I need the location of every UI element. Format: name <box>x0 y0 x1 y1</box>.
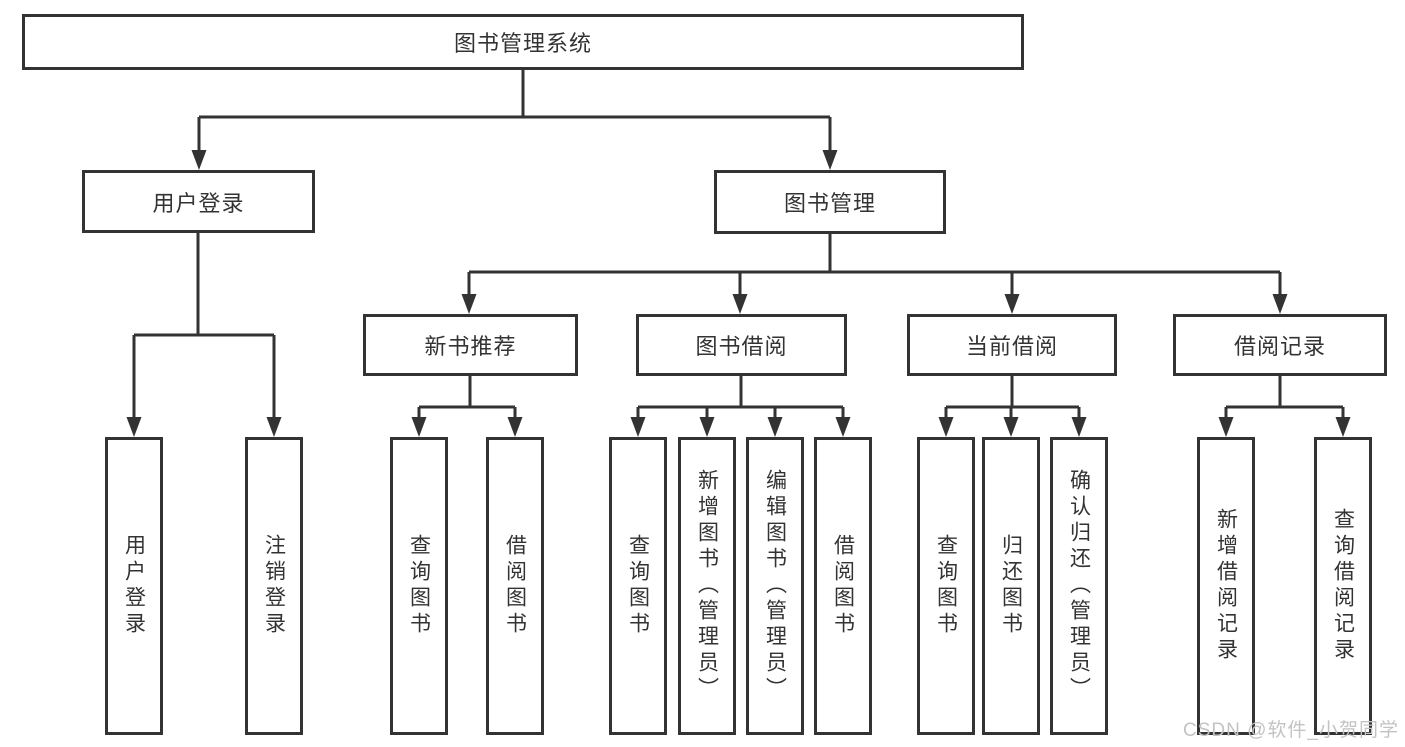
leaf-label: 归还图书 <box>999 534 1023 638</box>
leaf-query-borrow-record: 查询借阅记录 <box>1314 437 1372 735</box>
leaf-label: 用户登录 <box>122 534 146 638</box>
node-current-borrow: 当前借阅 <box>907 314 1117 376</box>
leaf-add-borrow-record: 新增借阅记录 <box>1197 437 1255 735</box>
leaf-label: 查询图书 <box>626 534 650 638</box>
leaf-label: 查询图书 <box>934 534 958 638</box>
leaf-label: 确认归还（管理员） <box>1067 469 1091 703</box>
leaf-add-book-admin: 新增图书（管理员） <box>678 437 736 735</box>
leaf-return-books: 归还图书 <box>982 437 1040 735</box>
leaf-current-query-books: 查询图书 <box>917 437 975 735</box>
leaf-label: 查询图书 <box>407 534 431 638</box>
leaf-label: 注销登录 <box>262 534 286 638</box>
leaf-recommend-borrow-books: 借阅图书 <box>486 437 544 735</box>
watermark-text: CSDN @软件_小贺同学 <box>1183 720 1399 741</box>
leaf-logout: 注销登录 <box>245 437 303 735</box>
leaf-label: 新增借阅记录 <box>1214 508 1238 664</box>
leaf-borrow-query-books: 查询图书 <box>609 437 667 735</box>
leaf-user-login: 用户登录 <box>105 437 163 735</box>
leaf-label: 查询借阅记录 <box>1331 508 1355 664</box>
leaf-label: 新增图书（管理员） <box>695 469 719 703</box>
node-borrow-records: 借阅记录 <box>1173 314 1387 376</box>
leaf-label: 编辑图书（管理员） <box>763 469 787 703</box>
leaf-recommend-query-books: 查询图书 <box>390 437 448 735</box>
leaf-label: 借阅图书 <box>831 534 855 638</box>
node-root: 图书管理系统 <box>22 14 1024 70</box>
node-book-management: 图书管理 <box>714 170 946 234</box>
leaf-borrow-books: 借阅图书 <box>814 437 872 735</box>
leaf-edit-book-admin: 编辑图书（管理员） <box>746 437 804 735</box>
node-new-book-recommend: 新书推荐 <box>363 314 578 376</box>
node-user-login: 用户登录 <box>82 170 315 233</box>
node-book-borrow: 图书借阅 <box>636 314 847 376</box>
leaf-confirm-return-admin: 确认归还（管理员） <box>1050 437 1108 735</box>
leaf-label: 借阅图书 <box>503 534 527 638</box>
